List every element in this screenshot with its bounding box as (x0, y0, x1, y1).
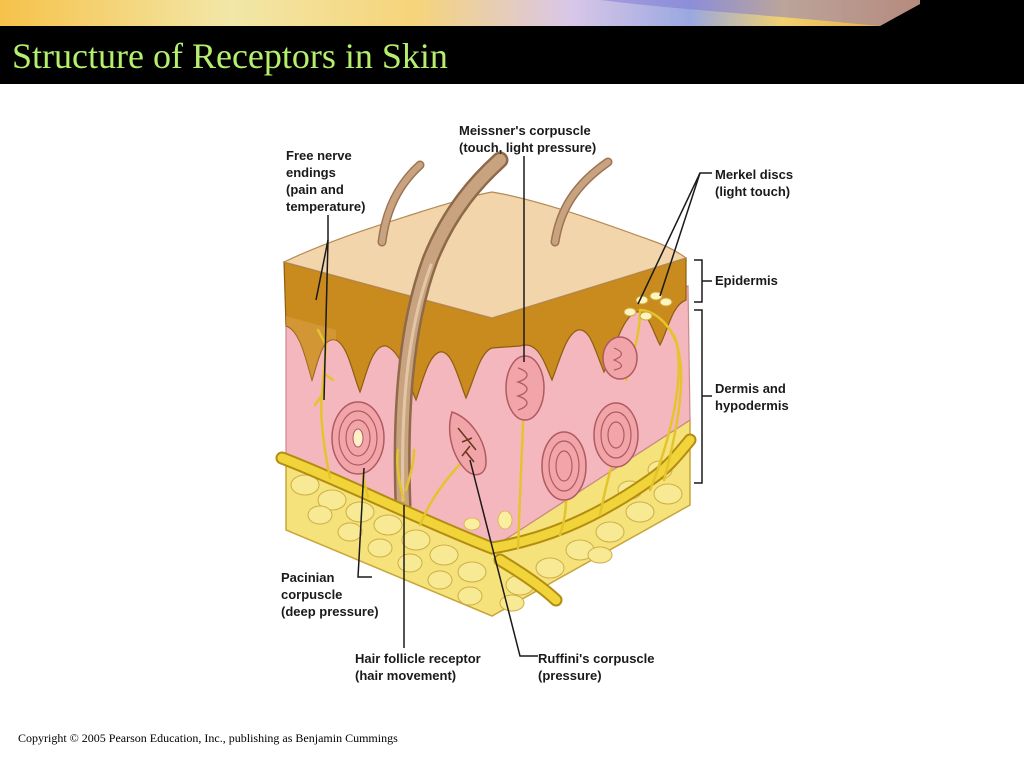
decorative-top-strip (0, 0, 1024, 26)
pacinian-corpuscle (331, 401, 385, 475)
label-ruffinis-corpuscle: Ruffini's corpuscle (pressure) (538, 651, 655, 683)
label-hair-follicle-receptor: Hair follicle receptor (hair movement) (355, 651, 481, 683)
sensory-nerves (275, 308, 697, 607)
label-merkel-discs: Merkel discs (light touch) (715, 167, 794, 199)
ruffinis-corpuscle (448, 411, 487, 476)
label-pacinian-corpuscle: Pacinian corpuscle (deep pressure) (281, 570, 379, 619)
label-meissners-corpuscle: Meissner's corpuscle (touch, light press… (459, 123, 597, 155)
hair-shafts (377, 151, 613, 514)
fat-globules-dermis (463, 510, 513, 531)
leader-lines (315, 156, 712, 657)
meissners-corpuscle-2 (602, 336, 638, 380)
copyright-notice: Copyright © 2005 Pearson Education, Inc.… (18, 731, 398, 745)
pacinian-corpuscle-3 (593, 402, 639, 468)
banner-graphic (0, 0, 920, 26)
label-epidermis: Epidermis (715, 273, 778, 288)
label-dermis-hypodermis: Dermis and hypodermis (715, 381, 789, 413)
title-bar (0, 26, 1024, 84)
pacinian-corpuscle-2 (541, 431, 587, 501)
meissners-corpuscle (505, 355, 545, 421)
label-free-nerve-endings: Free nerve endings (pain and temperature… (286, 148, 366, 214)
slide-title: Structure of Receptors in Skin (12, 36, 448, 76)
